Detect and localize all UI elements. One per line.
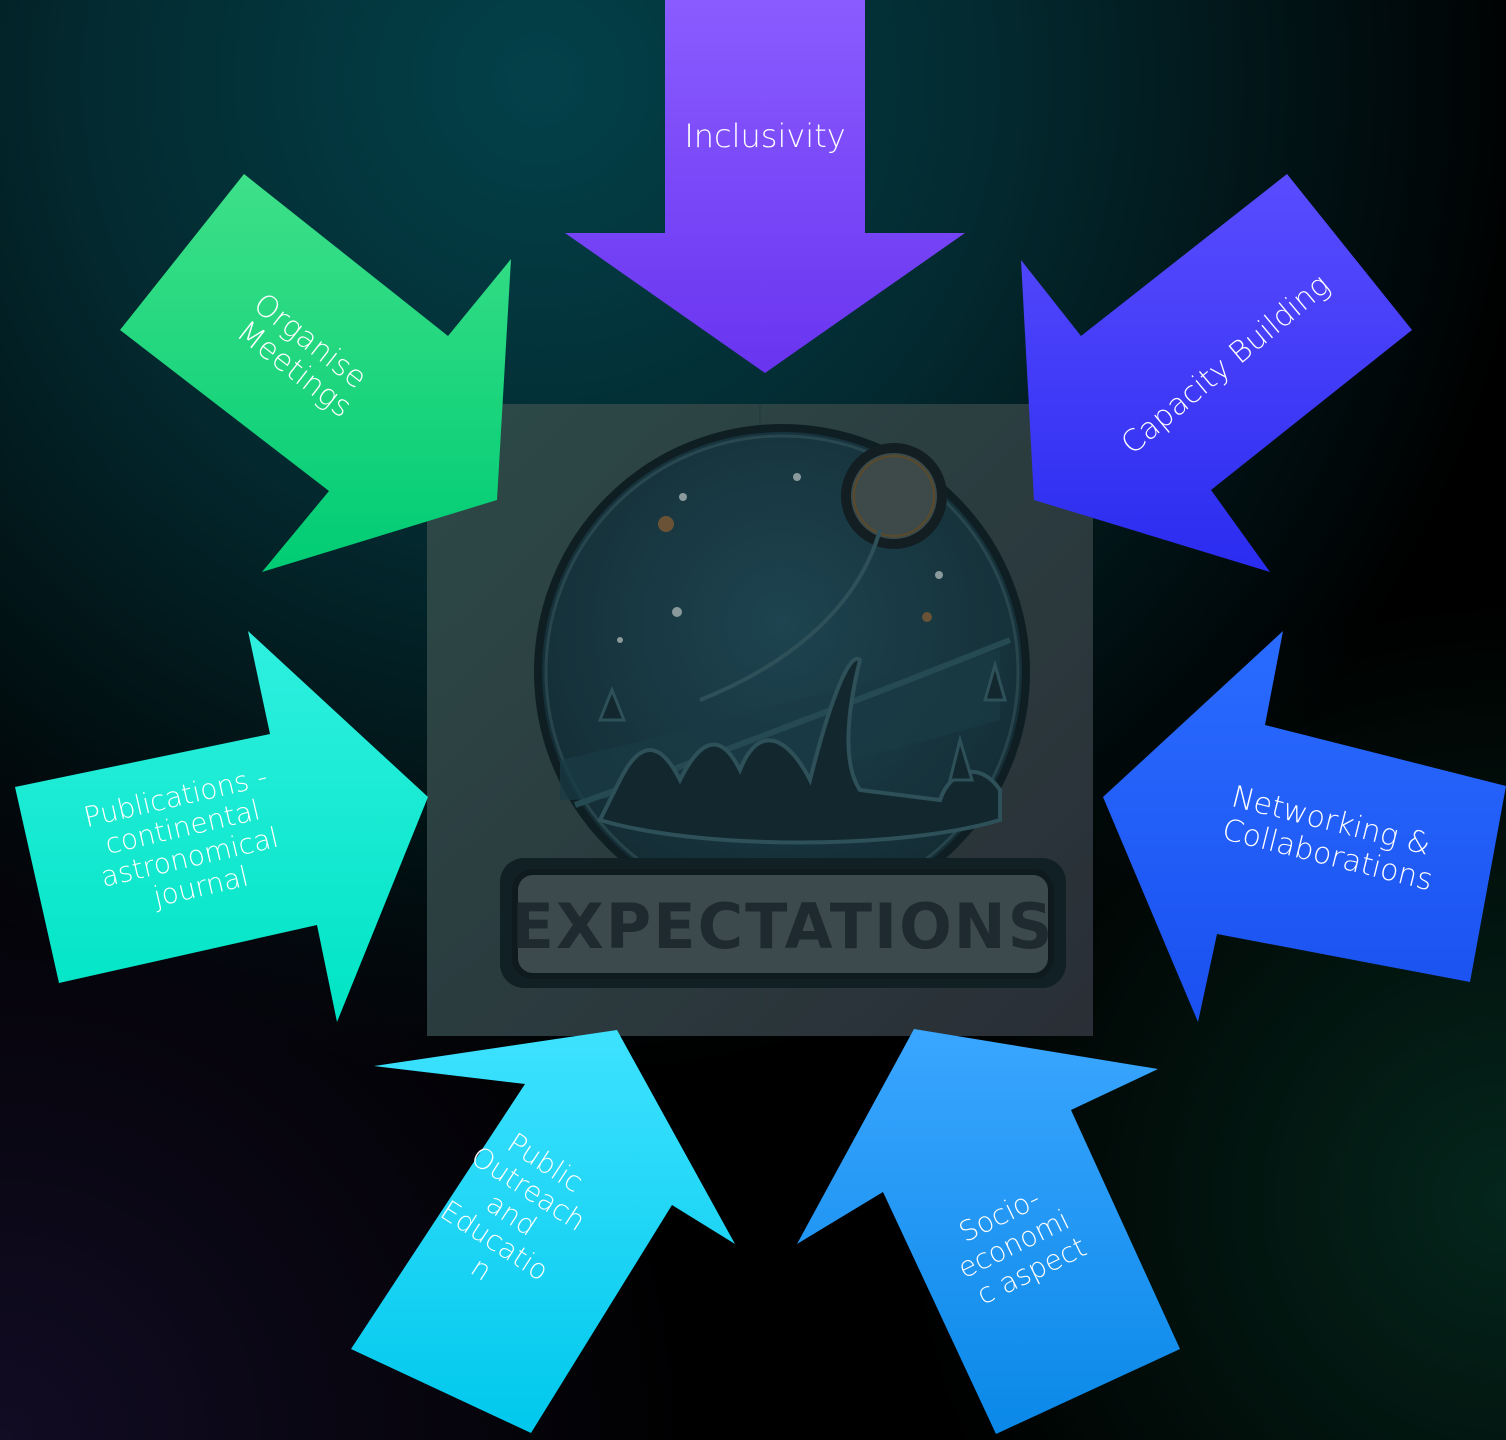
- expectations-badge: EXPECTATIONS: [500, 858, 1066, 988]
- arrow-capacity-building: Capacity Building: [1021, 174, 1412, 572]
- arrow-organise-meetings: Organise Meetings: [120, 174, 511, 572]
- center-logo: EXPECTATIONS: [427, 404, 1093, 1036]
- arrow-public-outreach: Public Outreach and Educatio n: [351, 1030, 735, 1433]
- arrow-publications: Publications - continental astronomical …: [15, 631, 428, 1022]
- arrow-inclusivity-label: Inclusivity: [684, 117, 845, 155]
- arrow-inclusivity: Inclusivity: [565, 0, 965, 373]
- arrow-networking-collaborations: Networking & Collaborations: [1103, 631, 1506, 1022]
- badge-label: EXPECTATIONS: [512, 890, 1055, 963]
- arrow-socio-economic: Socio- economi c aspect: [797, 1029, 1180, 1434]
- night-sky-stargazers-icon: [534, 424, 1030, 920]
